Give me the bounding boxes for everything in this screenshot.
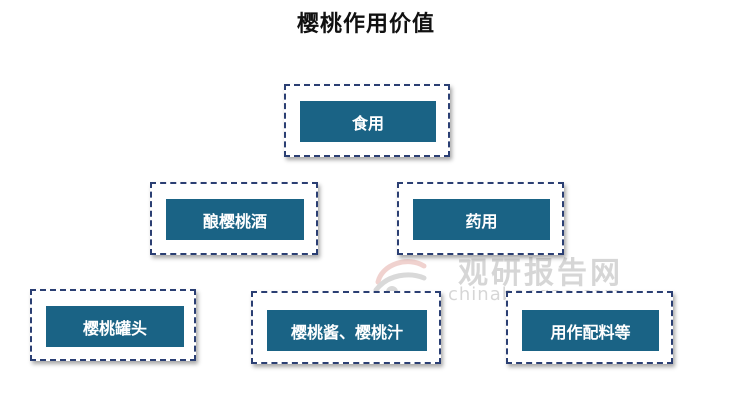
node-wine-label: 酿樱桃酒 [166, 199, 304, 240]
node-ingredient-label: 用作配料等 [522, 310, 659, 351]
node-wine: 酿樱桃酒 [150, 182, 318, 255]
node-jam-juice: 樱桃酱、樱桃汁 [251, 291, 441, 364]
node-canned: 樱桃罐头 [30, 289, 196, 361]
node-jam-juice-label: 樱桃酱、樱桃汁 [267, 310, 427, 351]
node-ingredient: 用作配料等 [506, 291, 673, 364]
node-food: 食用 [284, 84, 450, 157]
node-medicine: 药用 [397, 182, 564, 255]
node-medicine-label: 药用 [413, 199, 550, 240]
diagram-title: 樱桃作用价值 [296, 11, 435, 37]
node-food-label: 食用 [300, 101, 436, 142]
node-canned-label: 樱桃罐头 [46, 306, 184, 347]
